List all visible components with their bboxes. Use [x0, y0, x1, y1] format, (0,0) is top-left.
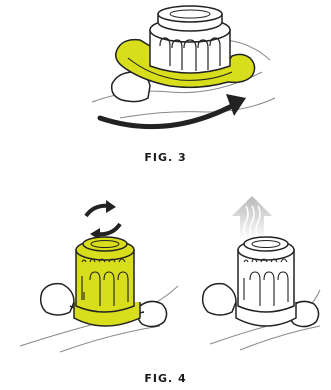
cycle-arrows-icon — [86, 200, 120, 240]
fig4-left-device — [20, 237, 178, 352]
heat-rising-icon — [232, 196, 272, 240]
fig3-caption: FIG. 3 — [0, 151, 331, 164]
fig3-illustration — [92, 6, 275, 127]
fig4-caption: FIG. 4 — [0, 372, 331, 385]
fig4-right-device — [203, 237, 320, 350]
